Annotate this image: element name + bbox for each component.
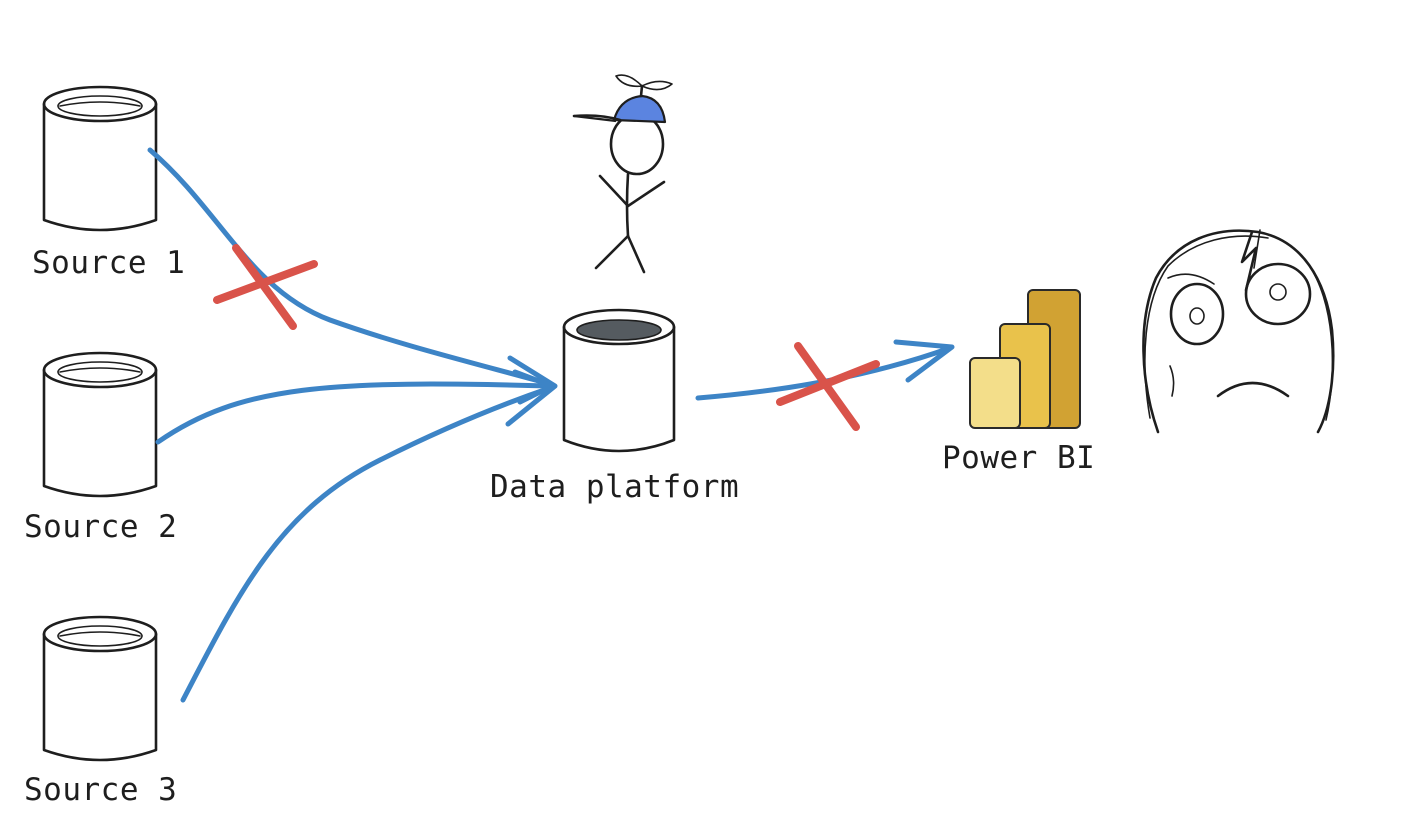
flow-arrow-source-1	[147, 147, 553, 387]
database-icon	[42, 351, 158, 498]
arrowhead-icon	[512, 369, 555, 405]
power-bi-logo-icon	[969, 289, 1081, 429]
source-1-label: Source 1	[32, 245, 185, 281]
database-icon	[562, 308, 676, 453]
arrowhead-icon	[893, 339, 955, 383]
broken-link-cross-icon	[776, 342, 880, 431]
source-1-node: Source 1	[32, 85, 185, 281]
power-bi-node: Power BI	[942, 289, 1095, 476]
platform-to-powerbi-flow	[695, 339, 955, 401]
power-bi-label: Power BI	[942, 440, 1095, 476]
source-2-label: Source 2	[24, 509, 177, 545]
database-icon	[42, 615, 158, 762]
flow-arrow-source-3	[180, 385, 553, 703]
database-icon	[42, 85, 158, 232]
flow-arrow-source-2	[155, 381, 553, 445]
frustrated-rage-face-icon	[1142, 229, 1335, 434]
source-flows	[147, 147, 558, 703]
arrowhead-icon	[505, 355, 558, 427]
source-2-node: Source 2	[24, 351, 177, 545]
source-3-node: Source 3	[24, 615, 177, 808]
flow-arrow-powerbi	[695, 345, 953, 401]
data-platform-node: Data platform	[490, 308, 739, 505]
source-3-label: Source 3	[24, 772, 177, 808]
broken-link-cross-icon	[213, 244, 318, 330]
data-platform-label: Data platform	[490, 469, 739, 505]
stick-figure-propeller-cap-icon	[572, 74, 673, 274]
